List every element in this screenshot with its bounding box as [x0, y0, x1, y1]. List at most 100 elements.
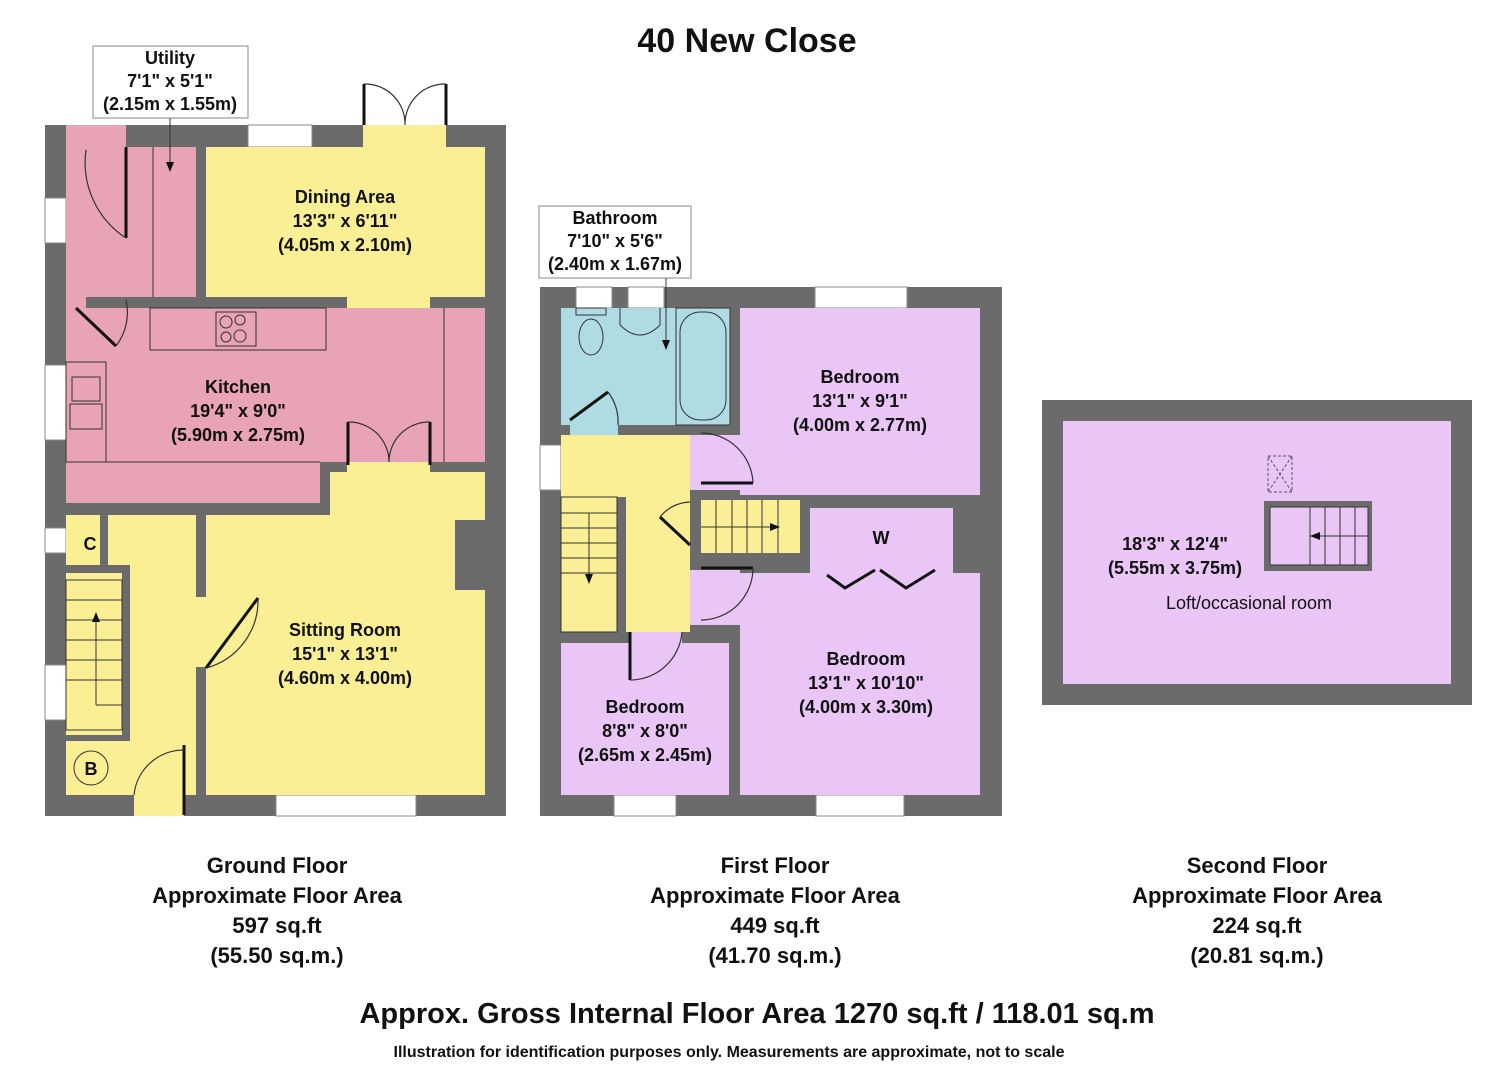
- room-size-metric: (4.05m x 2.10m): [278, 235, 412, 255]
- door: [569, 390, 609, 422]
- stair-wall: [617, 497, 626, 632]
- bedroom-2-side: [953, 603, 980, 795]
- stair-wall: [122, 565, 130, 735]
- room-size-imperial: 19'4" x 9'0": [190, 401, 286, 421]
- room-size-imperial: 7'10" x 5'6": [567, 231, 663, 251]
- room-size-imperial: 13'3" x 6'11": [293, 211, 398, 231]
- door-swing: [205, 597, 259, 669]
- window: [575, 286, 613, 309]
- ground-floor-plan: Utility 7'1" x 5'1" (2.15m x 1.55m) Dini…: [44, 45, 506, 817]
- room-size-imperial: 7'1" x 5'1": [127, 71, 213, 91]
- bedroom-1: [740, 308, 980, 495]
- toilet-icon: [575, 307, 607, 356]
- floor-area-sqft: 224 sq.ft: [1212, 913, 1302, 938]
- window: [44, 364, 67, 441]
- staircase: [65, 579, 123, 731]
- loft-staircase-steps: [701, 500, 780, 553]
- gross-floor-area: Approx. Gross Internal Floor Area 1270 s…: [359, 998, 1154, 1030]
- hob-icon: [215, 311, 257, 347]
- ground-floor-caption: Ground Floor Approximate Floor Area 597 …: [152, 853, 403, 968]
- floor-area-label: Approximate Floor Area: [1132, 883, 1383, 908]
- dining-area: [206, 147, 485, 297]
- kitchen: [66, 308, 485, 462]
- door: [658, 515, 692, 547]
- utility-room: [66, 147, 196, 297]
- front-door-opening: [134, 795, 184, 816]
- worktop-edge: [105, 362, 320, 463]
- window: [627, 286, 665, 309]
- bath-icon: [675, 307, 731, 426]
- floor-name: Second Floor: [1187, 853, 1328, 878]
- kitchen-sitting-opening: [347, 462, 430, 472]
- page-title: 40 New Close: [637, 22, 856, 60]
- room-size-imperial: 13'1" x 9'1": [812, 391, 908, 411]
- room-size-metric: (2.65m x 2.45m): [578, 745, 712, 765]
- window: [44, 527, 67, 554]
- door-swing: [659, 501, 691, 518]
- door-swing: [607, 391, 619, 426]
- room-size-imperial: 15'1" x 13'1": [292, 644, 398, 664]
- cupboard-wall: [66, 565, 126, 573]
- dining-label: Dining Area 13'3" x 6'11" (4.05m x 2.10m…: [278, 187, 412, 255]
- basin-icon: [619, 308, 661, 336]
- window: [815, 794, 905, 817]
- bedroom-3-label: Bedroom 8'8" x 8'0" (2.65m x 2.45m): [578, 697, 712, 765]
- floor-area-sqm: (41.70 sq.m.): [708, 943, 841, 968]
- sitting-label: Sitting Room 15'1" x 13'1" (4.60m x 4.00…: [278, 620, 412, 688]
- loft-room: [1063, 421, 1451, 684]
- room-name: Bedroom: [605, 697, 684, 717]
- kitchen-lower: [66, 462, 320, 503]
- floor-area-label: Approximate Floor Area: [152, 883, 403, 908]
- cupboard-wall: [100, 515, 108, 570]
- door: [204, 597, 260, 669]
- floor-area-sqm: (55.50 sq.m.): [210, 943, 343, 968]
- utility-label: Utility 7'1" x 5'1" (2.15m x 1.55m): [92, 45, 249, 172]
- door-swing: [133, 749, 185, 796]
- room-size-metric: (5.55m x 3.75m): [1108, 558, 1242, 578]
- skylight-icon: [1267, 455, 1293, 493]
- floor-area-sqft: 449 sq.ft: [730, 913, 820, 938]
- door: [74, 306, 118, 348]
- wardrobe-label: W: [873, 528, 890, 548]
- bedroom-1-label: Bedroom 13'1" x 9'1" (4.00m x 2.77m): [793, 367, 927, 435]
- floor-name: Ground Floor: [207, 853, 348, 878]
- second-floor-plan: 18'3" x 12'4" (5.55m x 3.75m) Loft/occas…: [1042, 400, 1472, 705]
- room-size-metric: (2.40m x 1.67m): [548, 254, 682, 274]
- floor-area-label: Approximate Floor Area: [650, 883, 901, 908]
- bedroom-1-entry: [690, 435, 740, 490]
- room-name: Bedroom: [826, 649, 905, 669]
- cupboard-label: C: [84, 534, 97, 554]
- window: [275, 794, 417, 817]
- bedroom-3-entry: [630, 632, 682, 643]
- door-swing: [363, 83, 447, 126]
- loft-label: 18'3" x 12'4" (5.55m x 3.75m) Loft/occas…: [1108, 534, 1332, 613]
- room-size-metric: (4.00m x 3.30m): [799, 697, 933, 717]
- bedroom-2-entry: [690, 570, 740, 625]
- room-name: Loft/occasional room: [1166, 593, 1332, 613]
- room-size-metric: (4.60m x 4.00m): [278, 668, 412, 688]
- staircase: [1264, 501, 1372, 571]
- french-door-opening: [363, 125, 446, 147]
- hall-sitting-opening: [196, 597, 206, 667]
- chimney-breast: [455, 520, 485, 590]
- room-size-imperial: 13'1" x 10'10": [808, 673, 924, 693]
- floor-area-sqm: (20.81 sq.m.): [1190, 943, 1323, 968]
- window: [613, 794, 677, 817]
- bathroom-label: Bathroom 7'10" x 5'6" (2.40m x 1.67m): [538, 205, 692, 350]
- room-name: Utility: [145, 48, 195, 68]
- bedroom-3: [561, 643, 729, 795]
- kitchen-worktop: [149, 307, 327, 351]
- window: [247, 124, 313, 148]
- kitchen-label: Kitchen 19'4" x 9'0" (5.90m x 2.75m): [171, 377, 305, 445]
- room-name: Dining Area: [295, 187, 396, 207]
- bedroom-2: [740, 573, 980, 795]
- boiler-label: B: [85, 759, 98, 779]
- door-swing: [115, 299, 129, 347]
- french-doors: [362, 84, 448, 125]
- floor-area-sqft: 597 sq.ft: [232, 913, 322, 938]
- dining-kitchen-opening: [347, 297, 430, 308]
- floor-name: First Floor: [721, 853, 830, 878]
- first-floor-plan: Bathroom 7'10" x 5'6" (2.40m x 1.67m): [538, 205, 1002, 817]
- room-name: Bathroom: [573, 208, 658, 228]
- second-floor-caption: Second Floor Approximate Floor Area 224 …: [1132, 853, 1383, 968]
